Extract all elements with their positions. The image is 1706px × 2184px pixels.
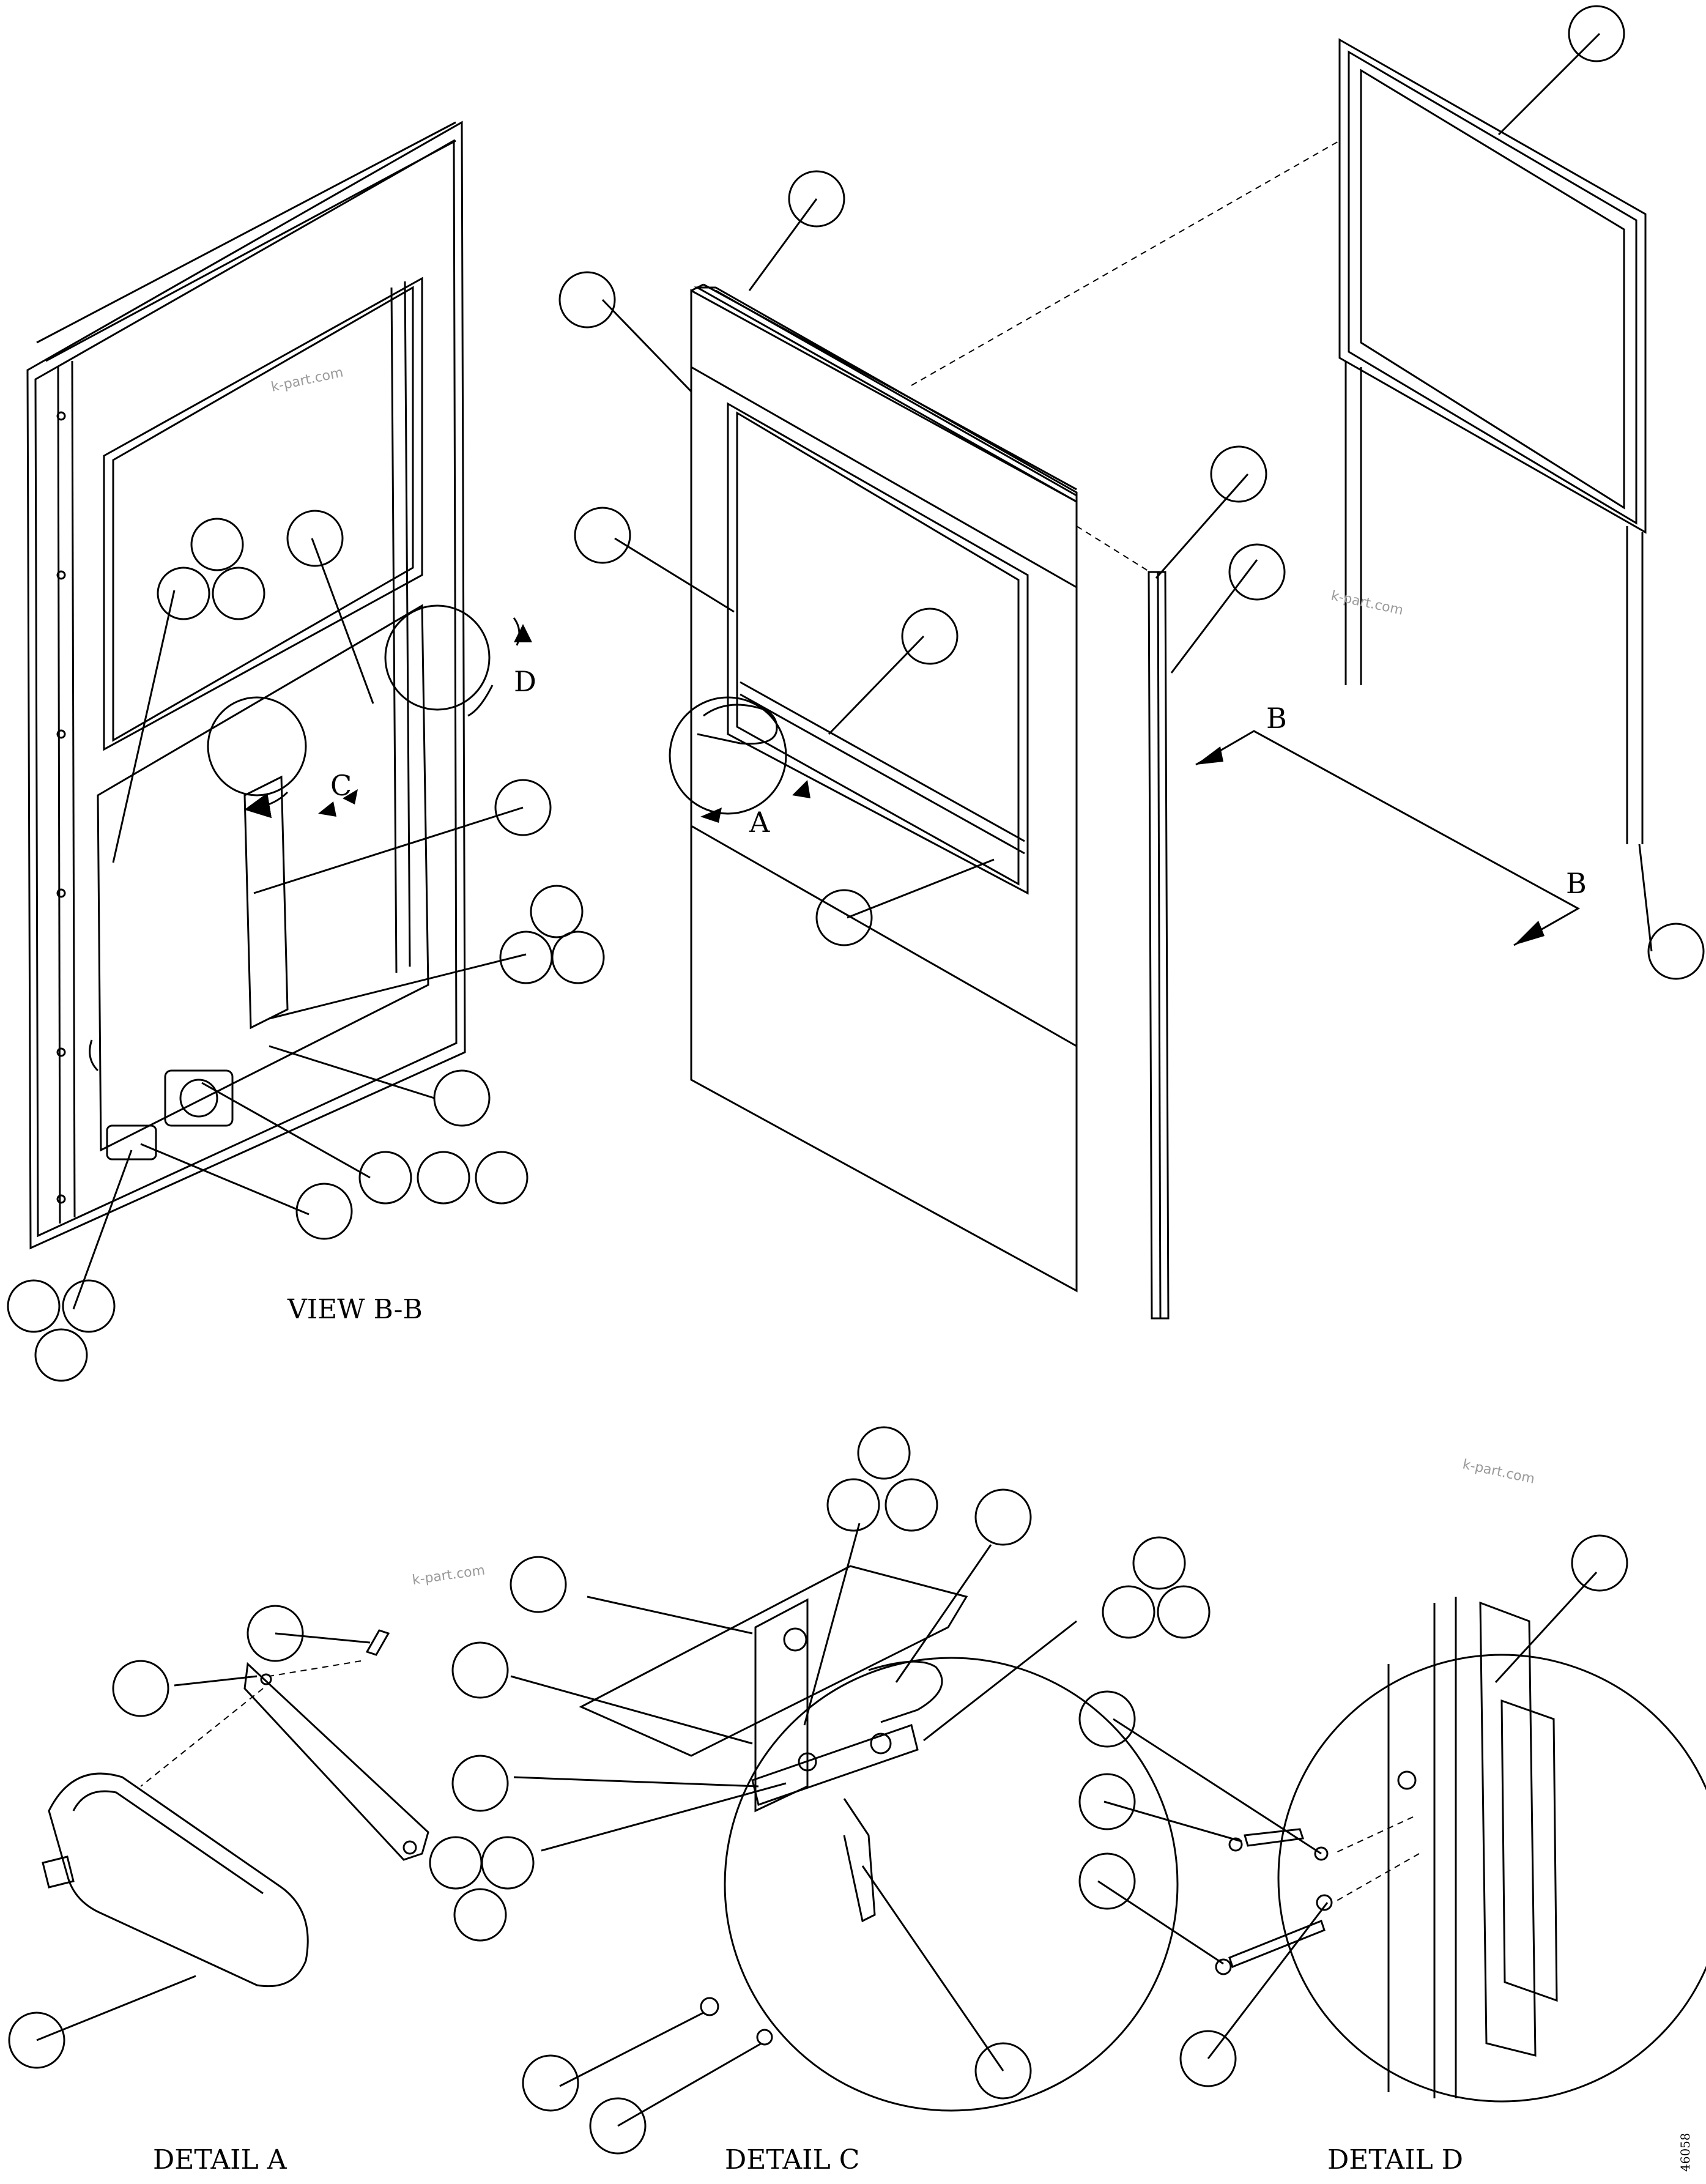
watermark-1: k-part.com (270, 365, 344, 395)
section-line-bb (1195, 730, 1581, 946)
detail-c-marker-circle (207, 696, 307, 797)
detail-a-marker-circle (669, 696, 787, 815)
detail-d-marker-circle (384, 604, 491, 711)
detail-a-drawing (42, 1629, 429, 1988)
detail-c-circle (724, 1657, 1179, 2112)
view-bb-caption: VIEW B-B (287, 1294, 423, 1325)
detail-c-caption: DETAIL C (725, 2144, 859, 2175)
label-d: D (514, 665, 536, 698)
label-a: A (749, 806, 770, 839)
detail-d-drawing (1215, 1597, 1558, 2098)
label-c: C (330, 769, 352, 802)
drawing-code: 46058 (1678, 2133, 1693, 2172)
watermark-3: k-part.com (1461, 1457, 1536, 1487)
detail-d-circle (1277, 1654, 1706, 2103)
piano-hinge (1148, 571, 1170, 1320)
watermark-4: k-part.com (411, 1563, 486, 1588)
window-sash (1338, 38, 1647, 844)
watermark-2: k-part.com (1330, 588, 1404, 618)
balloons (7, 5, 1705, 1382)
detail-c-drawing (579, 1565, 968, 2046)
main-door (690, 283, 1078, 1293)
detail-d-caption: DETAIL D (1327, 2144, 1463, 2175)
label-b-top: B (1266, 702, 1287, 735)
detail-a-caption: DETAIL A (153, 2144, 287, 2175)
view-bb-door (26, 121, 466, 1250)
label-b-bottom: B (1566, 867, 1587, 900)
arrowheads (318, 624, 1545, 945)
